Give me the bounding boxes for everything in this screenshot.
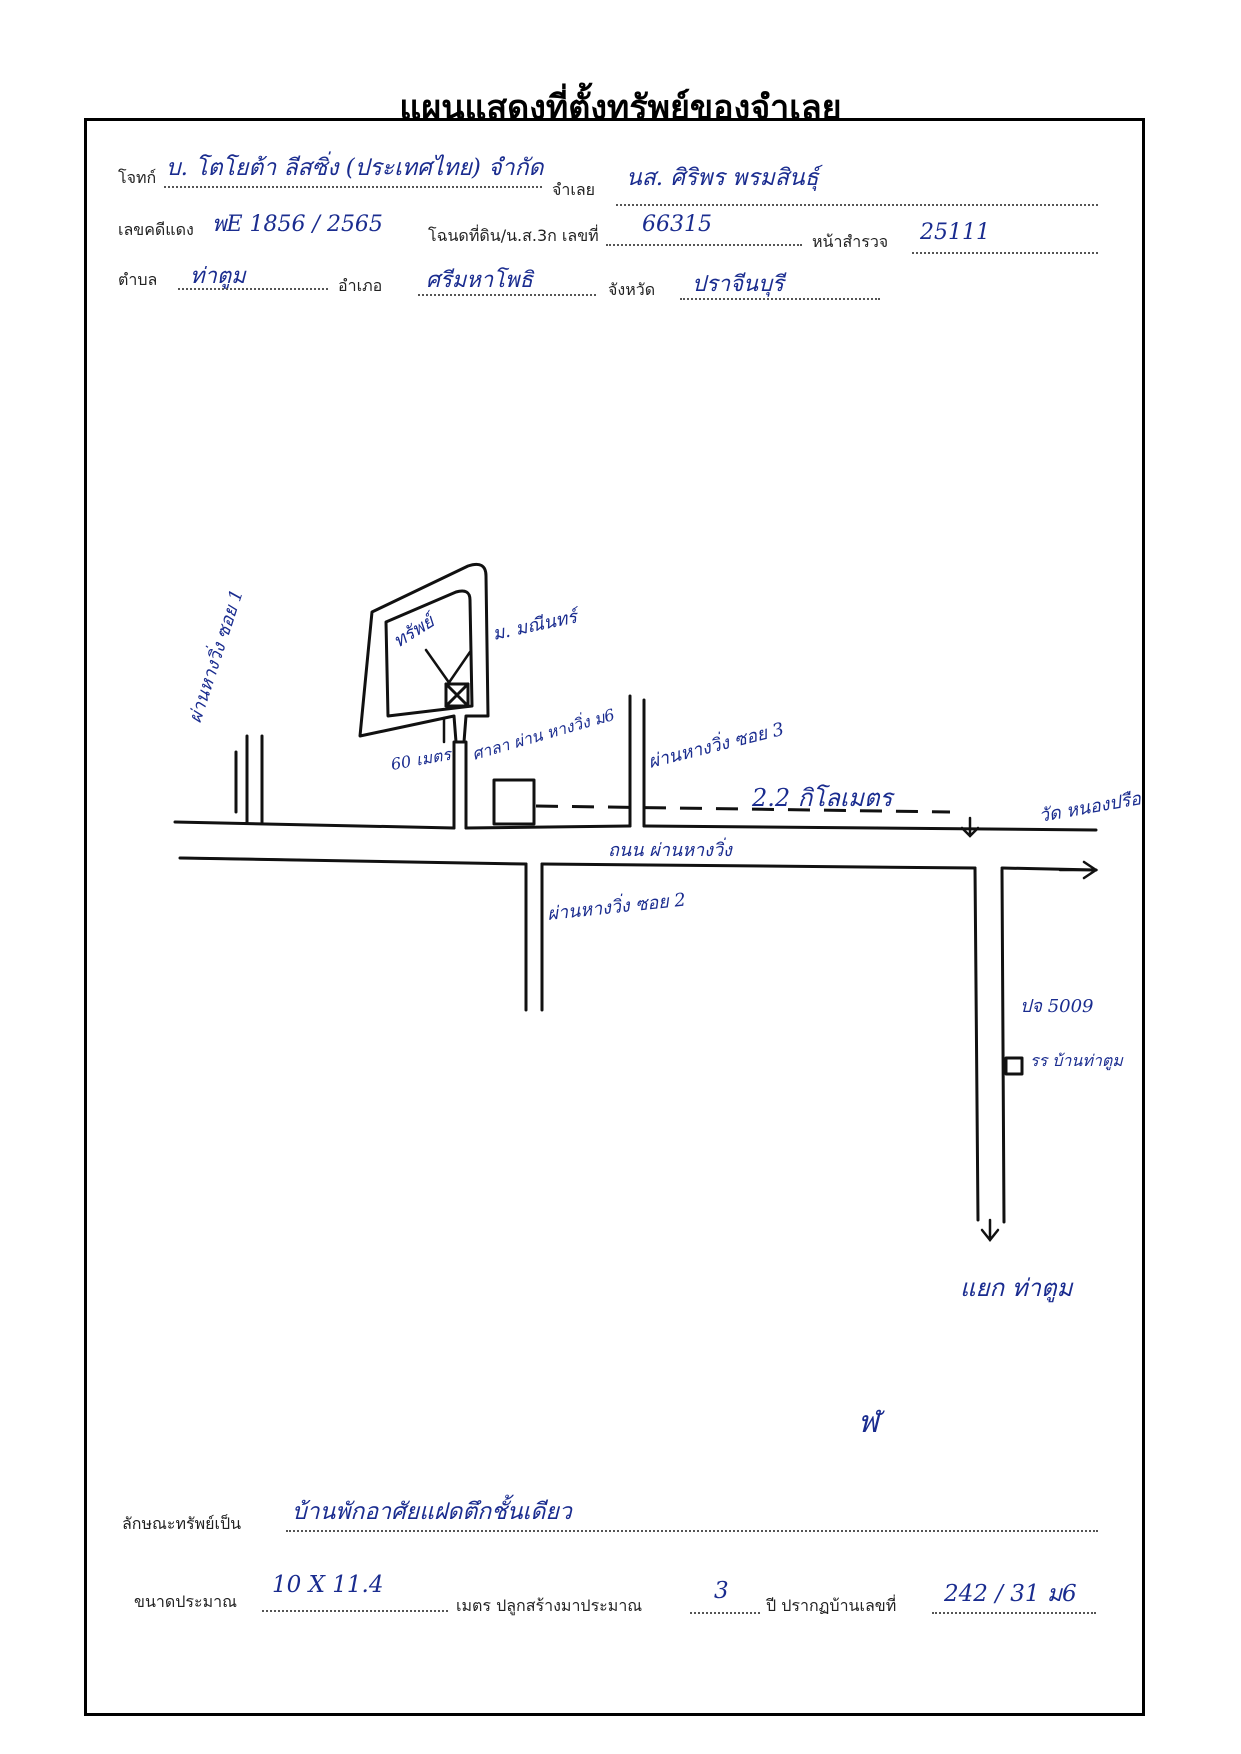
property-type-value: บ้านพักอาศัยแฝดตึกชั้นเดียว <box>292 1499 572 1525</box>
subdistrict-label: ตำบล <box>118 270 158 289</box>
house-owner-label: ม. มณีนทร์ <box>491 606 583 645</box>
house-no-dotted-line <box>932 1612 1096 1614</box>
district-dotted-line <box>418 294 596 296</box>
sala-box <box>492 778 536 826</box>
survey-label: หน้าสำรวจ <box>812 232 889 251</box>
plot-outer-outline <box>358 562 490 744</box>
build-label: เมตร ปลูกสร้างมาประมาณ <box>456 1596 643 1615</box>
main-road-arrow-shaft-left <box>178 856 302 862</box>
plot-inner-outline <box>384 589 474 718</box>
document-frame <box>84 118 1145 1716</box>
side-road-upper-mid <box>464 824 632 830</box>
house-no-label: ปี ปรากฏบ้านเลขที่ <box>766 1596 897 1615</box>
distance-label: 60 เมตร <box>389 744 454 774</box>
plaintiff-label: โจทก์ <box>118 168 157 187</box>
size-value: 10 X 11.4 <box>272 1572 384 1598</box>
survey-dotted-line <box>912 252 1098 254</box>
road-code-label: ปจ 5009 <box>1020 996 1094 1017</box>
case-value: พE 1856 / 2565 <box>212 212 383 237</box>
size-label: ขนาดประมาณ <box>134 1592 237 1611</box>
distance-km-label: 2.2 กิโลเมตร <box>751 784 896 812</box>
school-label: รร บ้านท่าตูม <box>1030 1051 1124 1071</box>
soi2-label: ผ่านหางวิ่ง ซอย 2 <box>546 887 687 925</box>
subdistrict-value: ท่าตูม <box>190 264 246 289</box>
deed-value: 66315 <box>642 212 712 237</box>
asset-pointer <box>424 648 452 686</box>
build-dotted-line <box>690 1612 760 1614</box>
distance-dashed-line <box>535 804 951 814</box>
property-type-label: ลักษณะทรัพย์เป็น <box>122 1514 242 1533</box>
case-label: เลขคดีแดง <box>118 220 194 239</box>
plaintiff-value: บ. โตโยต้า ลีสซิ่ง (ประเทศไทย) จำกัด <box>166 155 544 181</box>
survey-value: 25111 <box>920 220 990 245</box>
left-soi-label: ผ่านหางวิ่ง ซอย 1 <box>182 586 248 726</box>
house-marker-cross <box>444 682 470 708</box>
district-value: ศรีมหาโพธิ <box>426 268 533 293</box>
deed-dotted-line <box>606 244 802 246</box>
house-no-value: 242 / 31 ม6 <box>944 1581 1077 1607</box>
owner-pointer <box>446 650 472 686</box>
down-arrow-icon <box>960 816 980 838</box>
province-dotted-line <box>680 298 880 300</box>
school-box <box>1004 1056 1024 1076</box>
junction-label: แยก ท่าตูม <box>960 1274 1074 1303</box>
side-road-upper-right <box>642 824 1098 832</box>
district-label: อำเภอ <box>338 276 383 295</box>
deed-label: โฉนดที่ดิน/น.ส.3ก เลขที่ <box>428 226 599 245</box>
page-title: แผนแสดงที่ตั้งทรัพย์ของจำเลย <box>399 88 842 128</box>
main-road-label: ถนน ผ่านหางวิ่ง <box>608 837 733 861</box>
road5009-right-line <box>1000 868 1006 1224</box>
temple-label: วัด หนองปรือ <box>1037 788 1143 827</box>
defendant-label: จำเลย <box>552 180 596 199</box>
property-type-dotted-line <box>286 1530 1098 1532</box>
defendant-value: นส. ศิริพร พรมสินธุ์ <box>626 165 819 191</box>
road5009-left-line <box>973 866 980 1222</box>
plaintiff-dotted-line <box>164 186 542 188</box>
initials-mark: ฬ <box>858 1405 885 1440</box>
soi3-label: ผ่านหางวิ่ง ซอย 3 <box>645 716 786 773</box>
main-road-lower-mid <box>540 862 977 870</box>
subdistrict-dotted-line <box>178 288 328 290</box>
province-label: จังหวัด <box>608 280 656 299</box>
south-arrow-icon <box>980 1218 1000 1243</box>
side-road-upper-left <box>173 820 456 830</box>
sala-label: ศาลา ผ่าน หางวิ่ง ม6 <box>469 703 616 764</box>
defendant-dotted-line <box>616 204 1098 206</box>
east-arrow-icon <box>1058 860 1099 880</box>
build-value: 3 <box>714 1578 729 1604</box>
asset-label: ทรัพย์ <box>390 609 442 652</box>
size-dotted-line <box>262 1610 448 1612</box>
province-value: ปราจีนบุรี <box>692 272 784 297</box>
house-marker <box>444 682 470 708</box>
